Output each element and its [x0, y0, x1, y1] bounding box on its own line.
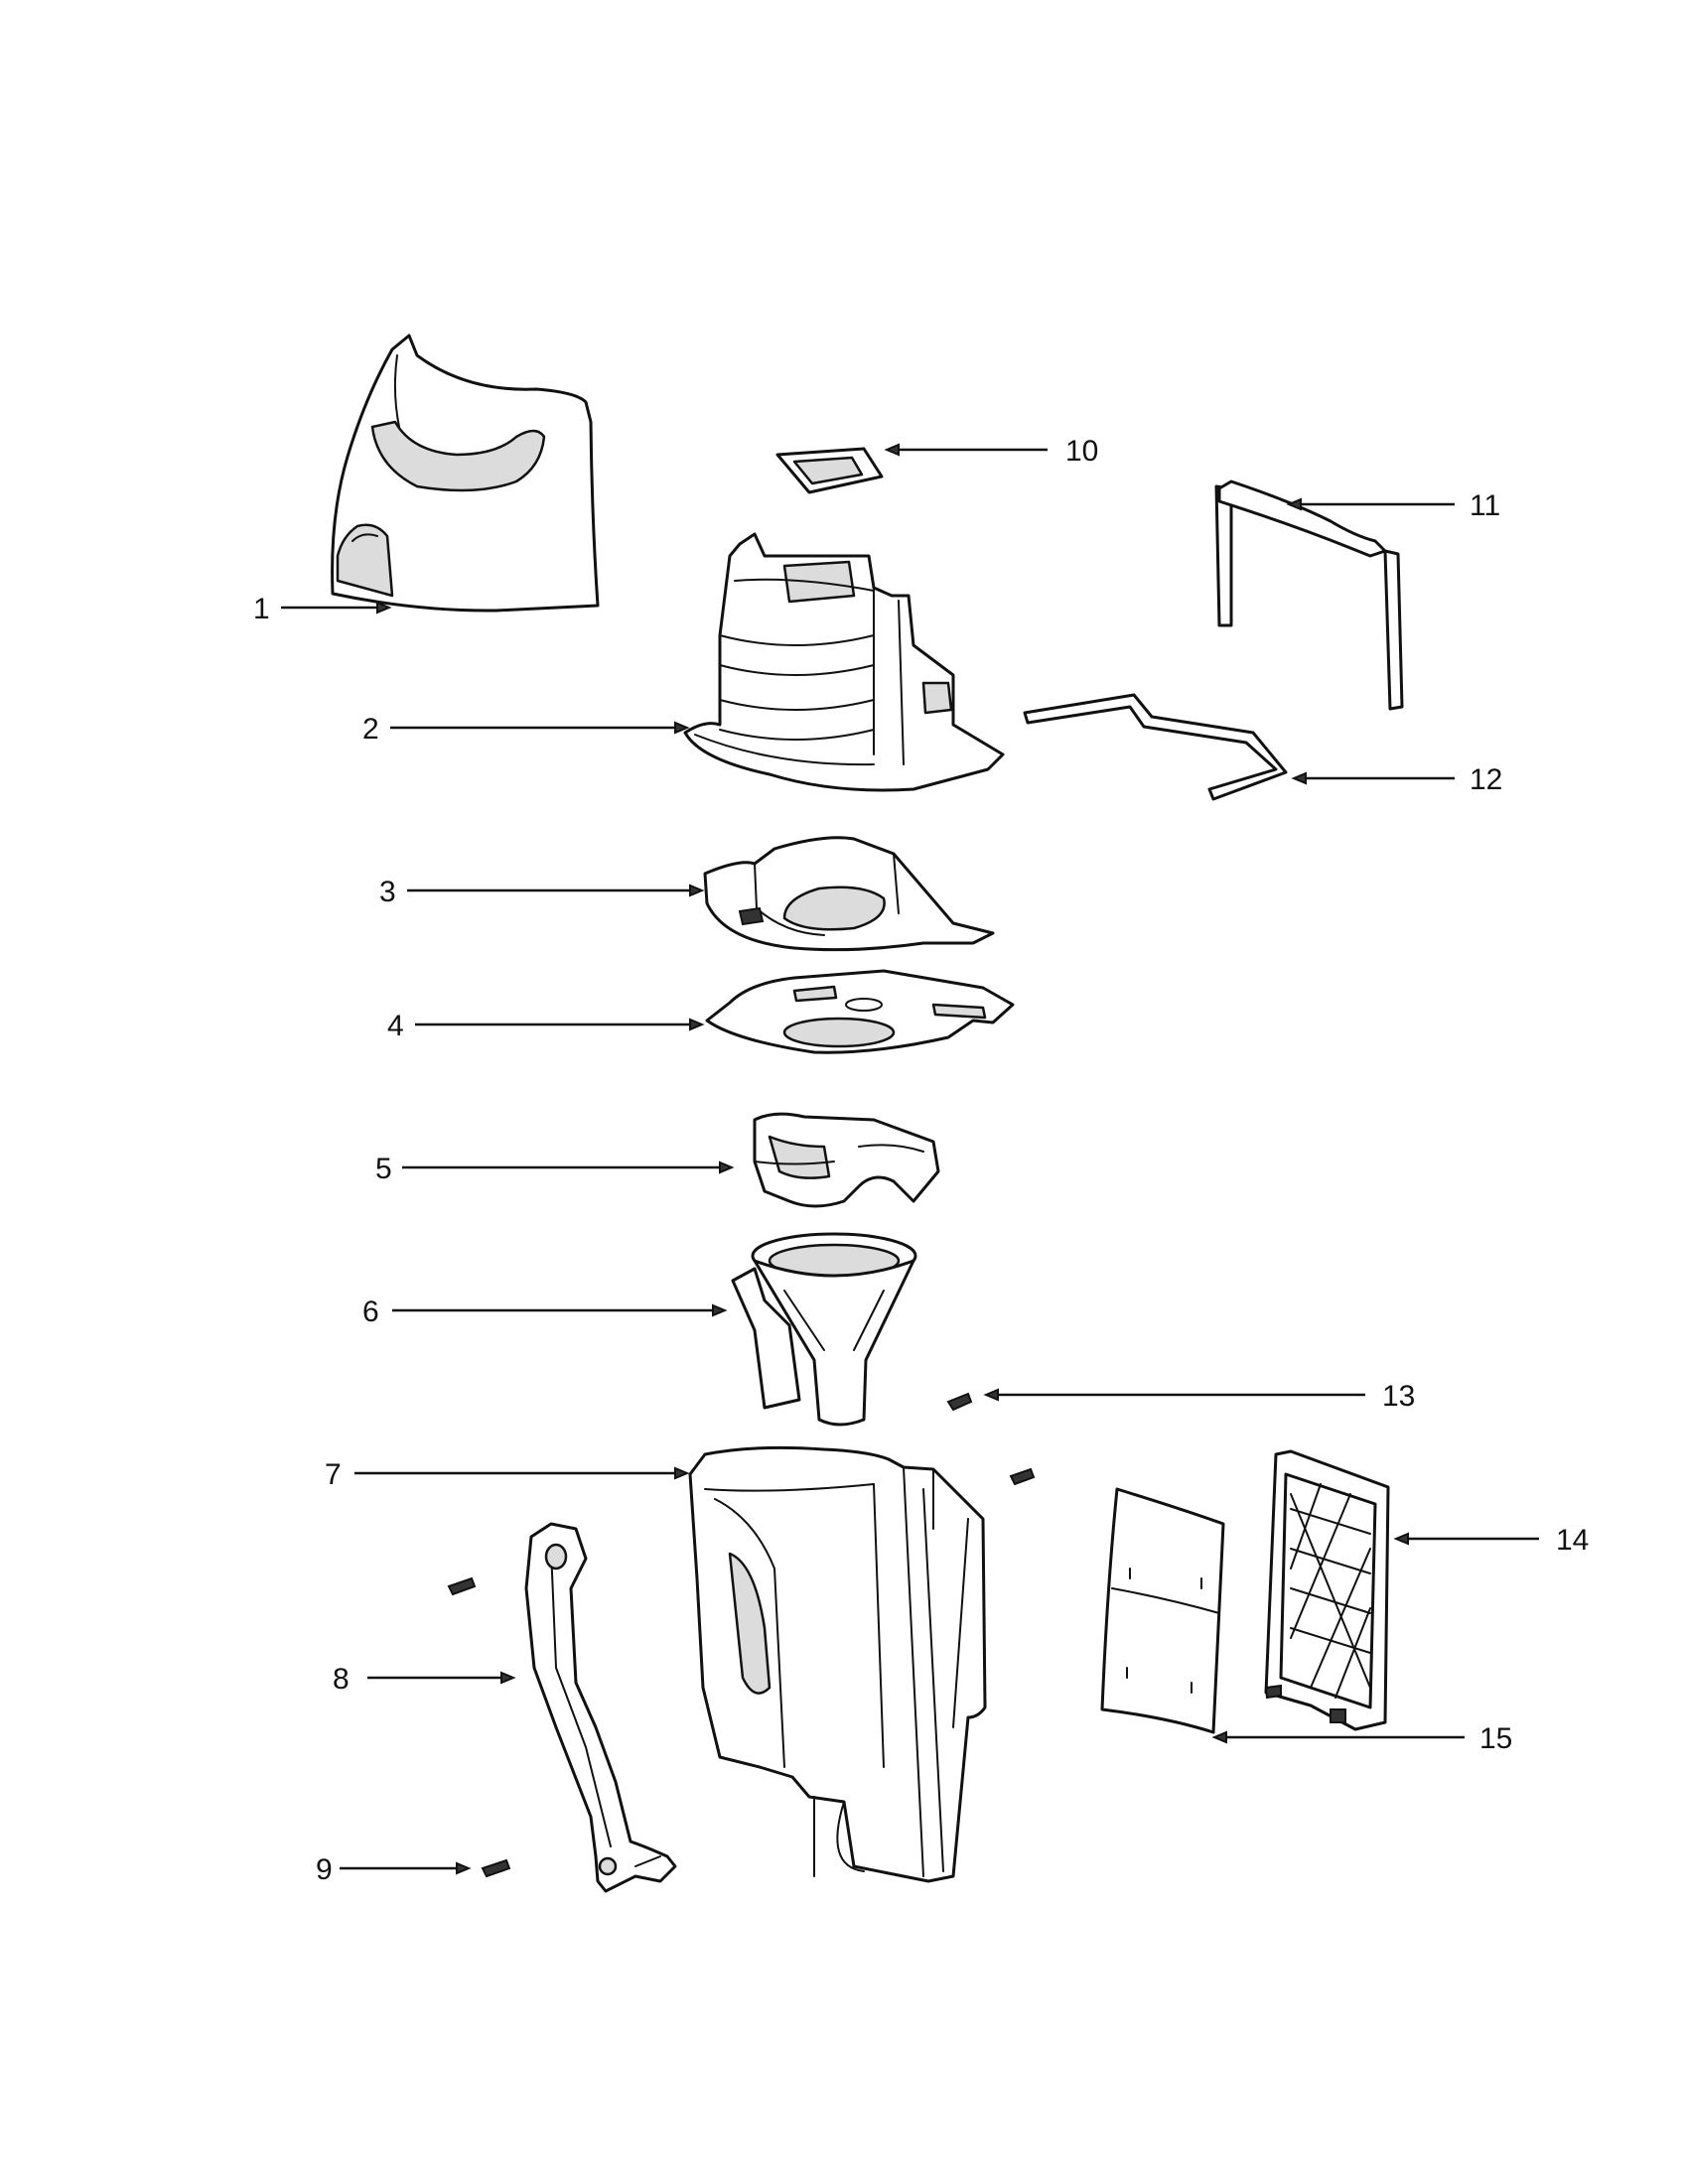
part-9-screw: [481, 1858, 511, 1878]
callout-4: 4: [387, 1010, 404, 1042]
callout-7: 7: [325, 1458, 342, 1491]
callout-8: 8: [333, 1663, 350, 1696]
callout-14: 14: [1556, 1524, 1589, 1557]
callout-labels: 1 2 3 4 5 6 7 8 9 10 11 12 13 14 15: [253, 435, 1589, 1886]
part-12-bent-rod: [1023, 693, 1288, 801]
callout-11: 11: [1470, 489, 1500, 522]
part-1-top-cover: [331, 334, 600, 613]
part-10-gasket: [775, 447, 884, 494]
part-2-reservoir-housing: [683, 532, 1005, 792]
leader-lines: [281, 443, 1539, 1875]
part-11-wire-frame: [1214, 479, 1404, 711]
part-6-filter-cone: [731, 1232, 917, 1427]
part-8-lever-arm: [524, 1522, 677, 1893]
callout-2: 2: [362, 713, 379, 746]
screw-near-housing: [1009, 1467, 1036, 1486]
callout-13: 13: [1382, 1380, 1415, 1413]
part-4-plate: [705, 969, 1015, 1054]
callout-6: 6: [362, 1296, 379, 1328]
screw-near-lever: [447, 1576, 477, 1596]
callout-3: 3: [379, 876, 396, 908]
callout-10: 10: [1065, 435, 1098, 468]
part-7-main-housing: [688, 1445, 987, 1883]
callout-9: 9: [316, 1853, 333, 1886]
part-13-screw: [946, 1392, 973, 1412]
part-3-valve-housing: [703, 836, 995, 952]
part-15-panel: [1100, 1487, 1225, 1734]
part-14-grille-frame: [1264, 1449, 1390, 1731]
part-5-basket-holder: [753, 1112, 940, 1208]
callout-1: 1: [253, 593, 270, 625]
callout-5: 5: [375, 1153, 392, 1185]
callout-15: 15: [1479, 1722, 1512, 1755]
callout-12: 12: [1470, 763, 1502, 796]
